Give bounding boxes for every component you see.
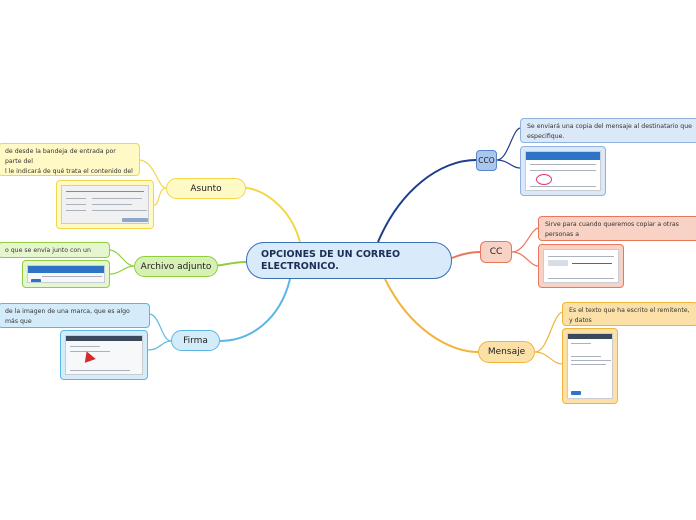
topic-mensaje[interactable]: Mensaje (478, 341, 535, 363)
link-mensaje (384, 278, 479, 353)
thumb-cc-screenshot (538, 244, 624, 288)
thumb-firma-screenshot (60, 330, 148, 380)
note-firma: de la imagen de una marca, que es algo m… (0, 303, 150, 328)
topic-mensaje-label: Mensaje (487, 347, 526, 357)
thumb-cco-screenshot (520, 146, 606, 196)
topic-archivo-label: Archivo adjunto (140, 261, 212, 272)
topic-asunto-label: Asunto (190, 183, 222, 194)
link-cco (377, 159, 477, 243)
link-mensaje-note (534, 311, 563, 353)
link-archivo-note (109, 249, 135, 267)
topic-cc-label: CC (489, 247, 503, 257)
link-asunto (244, 187, 301, 243)
link-cc (451, 251, 481, 259)
thumb-archivo-screenshot (22, 260, 110, 288)
link-mensaje-thumb (534, 351, 563, 365)
note-archivo-adjunto: o que se envía junto con un mensaje. (0, 242, 110, 258)
link-cco-note (496, 127, 521, 161)
note-asunto: de desde la bandeja de entrada por parte… (0, 143, 140, 176)
link-firma-thumb (147, 340, 172, 351)
link-cc-thumb (511, 251, 539, 267)
central-topic[interactable]: OPCIONES DE UN CORREO ELECTRONICO. (246, 242, 452, 279)
topic-cco-label: CCO (478, 156, 495, 165)
link-cco-thumb (496, 159, 521, 169)
note-cc: Sirve para cuando queremos copiar a otra… (538, 216, 696, 241)
arrow-icon (80, 351, 96, 367)
topic-archivo-adjunto[interactable]: Archivo adjunto (134, 256, 218, 277)
topic-firma-label: Firma (183, 335, 208, 346)
note-cco: Se enviará una copia del mensaje al dest… (520, 118, 696, 143)
topic-asunto[interactable]: Asunto (166, 178, 246, 199)
link-archivo-thumb (109, 265, 135, 275)
central-topic-title: OPCIONES DE UN CORREO ELECTRONICO. (261, 248, 401, 272)
thumb-mensaje-screenshot (562, 328, 618, 404)
link-firma (219, 278, 291, 342)
topic-firma[interactable]: Firma (171, 330, 220, 351)
note-mensaje: Es el texto que ha escrito el remitente,… (562, 302, 696, 326)
highlight-circle-icon (536, 174, 552, 185)
link-asunto-note (139, 159, 167, 189)
thumb-asunto-screenshot (56, 180, 154, 229)
link-cc-note (511, 227, 539, 253)
link-firma-note (149, 313, 172, 342)
link-asunto-thumb (153, 187, 167, 206)
topic-cc[interactable]: CC (480, 241, 512, 263)
topic-cco[interactable]: CCO (476, 150, 497, 171)
